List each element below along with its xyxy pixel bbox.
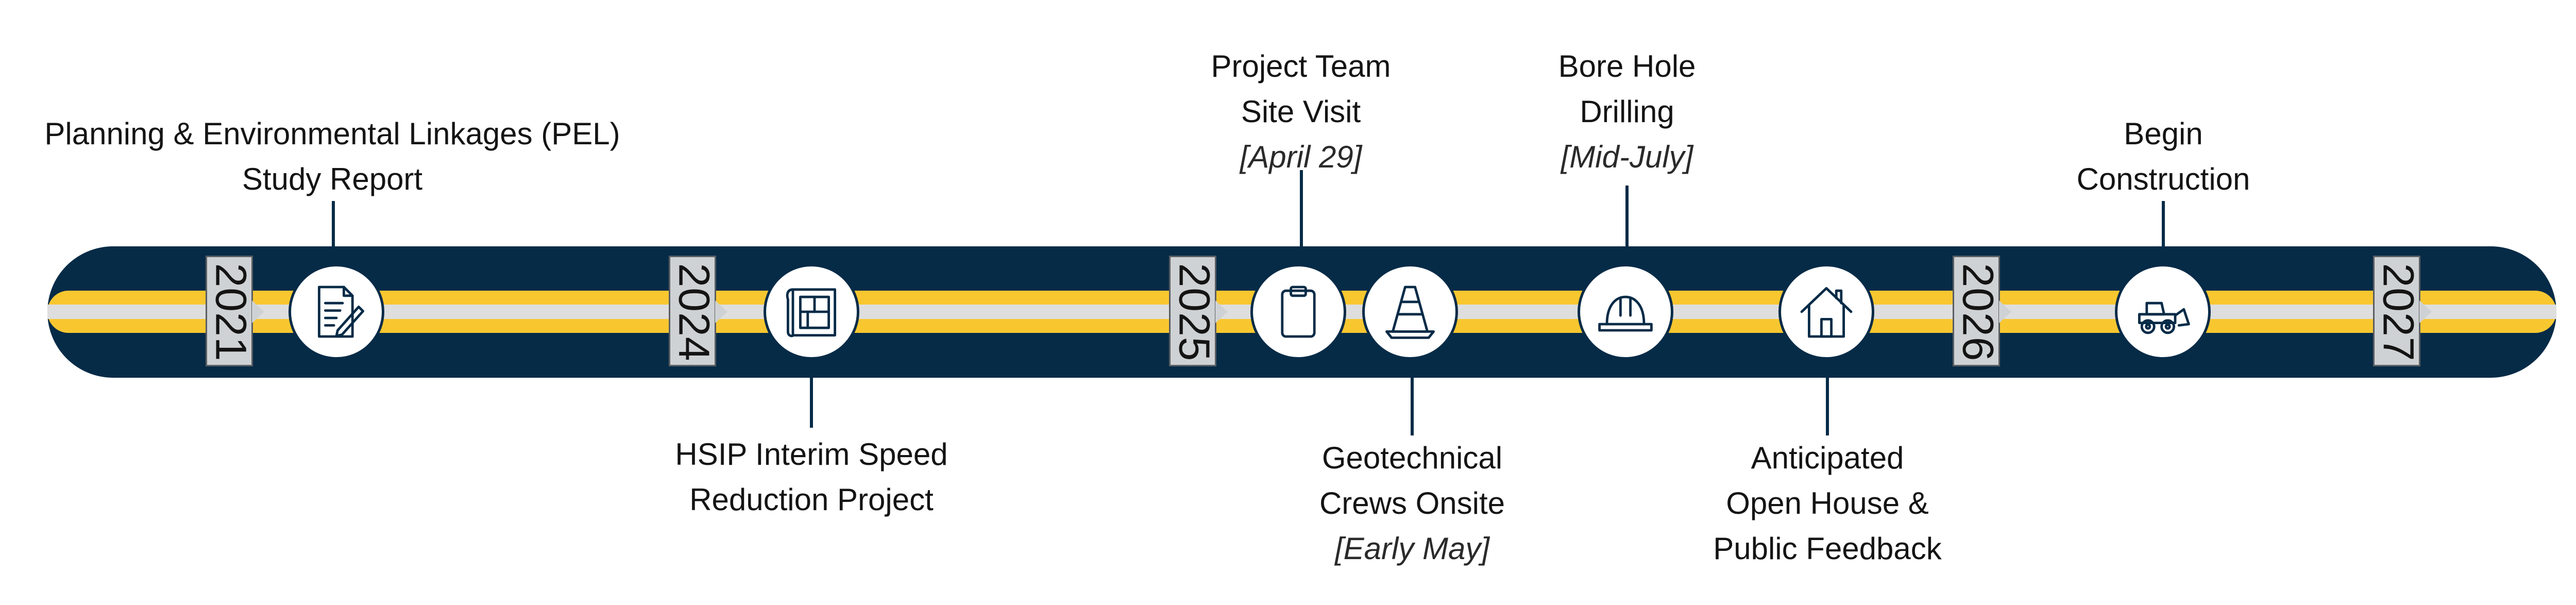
label-line: HSIP Interim Speed <box>675 437 948 472</box>
label-line: Open House & <box>1726 486 1929 520</box>
year-label: 2025 <box>1170 263 1219 362</box>
document-edit-icon <box>289 264 384 360</box>
milestone-date: [Mid-July] <box>1561 140 1693 174</box>
year-marker: 2025 <box>1169 256 1228 366</box>
label-line: Site Visit <box>1241 94 1361 129</box>
milestone-label-open-house: Anticipated Open House & Public Feedback <box>1713 435 1942 572</box>
house-icon <box>1778 264 1874 360</box>
milestone-date: [Early May] <box>1334 531 1490 566</box>
year-label: 2024 <box>670 263 719 362</box>
milestone-connector <box>810 361 813 428</box>
label-line: Anticipated <box>1751 441 1904 475</box>
year-label: 2026 <box>1954 263 2003 362</box>
milestone-connector <box>1411 361 1414 435</box>
year-label: 2021 <box>207 263 256 362</box>
year-label: 2027 <box>2374 263 2423 362</box>
year-marker: 2021 <box>206 256 264 366</box>
milestone-label-geotech: Geotechnical Crews Onsite [Early May] <box>1319 435 1505 572</box>
label-line: Study Report <box>242 162 423 196</box>
milestone-connector <box>1826 361 1829 435</box>
label-line: Geotechnical <box>1321 441 1503 475</box>
milestone-label-construction: Begin Construction <box>2077 111 2250 202</box>
clipboard-icon <box>1250 264 1346 360</box>
label-line: Public Feedback <box>1713 531 1942 566</box>
traffic-cone-icon <box>1362 264 1458 360</box>
year-marker: 2027 <box>2373 256 2432 366</box>
hard-hat-icon <box>1578 264 1673 360</box>
label-line: Bore Hole <box>1558 49 1696 83</box>
milestone-label-site-visit: Project Team Site Visit [April 29] <box>1211 44 1391 180</box>
bulldozer-icon <box>2115 264 2211 360</box>
milestone-label-pel-study: Planning & Environmental Linkages (PEL) … <box>44 111 620 202</box>
blueprint-icon <box>764 264 859 360</box>
label-line: Drilling <box>1580 94 1674 129</box>
milestone-date: [April 29] <box>1240 140 1362 174</box>
label-line: Planning & Environmental Linkages (PEL) <box>44 116 620 151</box>
label-line: Crews Onsite <box>1319 486 1505 520</box>
year-marker: 2024 <box>669 256 727 366</box>
label-line: Project Team <box>1211 49 1391 83</box>
milestone-connector <box>1625 186 1629 263</box>
milestone-connector <box>2162 201 2165 263</box>
label-line: Construction <box>2076 162 2250 196</box>
label-line: Reduction Project <box>689 482 934 517</box>
milestone-label-bore-hole: Bore Hole Drilling [Mid-July] <box>1558 44 1696 180</box>
milestone-connector <box>1300 170 1303 263</box>
label-line: Begin <box>2124 116 2203 151</box>
milestone-label-hsip-speed: HSIP Interim Speed Reduction Project <box>675 432 947 523</box>
year-marker: 2026 <box>1953 256 2011 366</box>
milestone-connector <box>332 201 335 263</box>
